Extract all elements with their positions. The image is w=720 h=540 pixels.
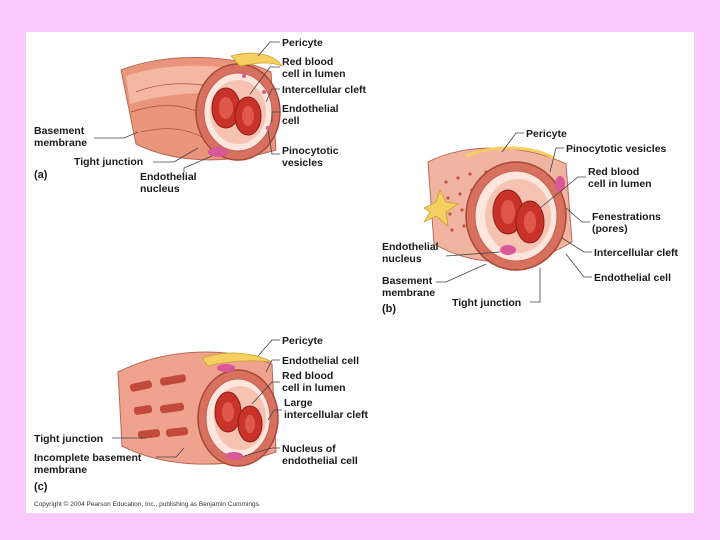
label-incomplete-c: Incomplete basement <box>34 452 142 464</box>
label-cleft-a: Intercellular cleft <box>282 84 367 96</box>
label-cleft-b: Intercellular cleft <box>594 247 679 259</box>
label-rbc-b-2: cell in lumen <box>588 178 652 190</box>
copyright-text: Copyright © 2004 Pearson Education, Inc.… <box>34 500 261 508</box>
label-tight-a: Tight junction <box>74 156 143 168</box>
slide-canvas: Pericyte Red blood cell in lumen Interce… <box>26 32 694 513</box>
label-pinocytotic-a-2: vesicles <box>282 157 323 169</box>
part-label-b: (b) <box>382 303 396 315</box>
label-nucleus-c-2: endothelial cell <box>282 455 358 467</box>
label-rbc-c-2: cell in lumen <box>282 382 346 394</box>
capillary-b-illustration <box>422 146 573 271</box>
label-tight-c: Tight junction <box>34 433 103 445</box>
label-rbc-c: Red blood <box>282 370 333 382</box>
pericyte-cell <box>201 352 273 367</box>
label-pericyte-b: Pericyte <box>526 128 567 140</box>
pericyte-cell <box>422 188 460 227</box>
label-pericyte-c: Pericyte <box>282 335 323 347</box>
label-nucleus-b: Endothelial <box>382 241 439 253</box>
label-fenestrations-b-2: (pores) <box>592 223 628 235</box>
endothelial-nucleus <box>217 364 235 372</box>
label-large-cleft-c-2: intercellular cleft <box>284 409 369 421</box>
endothelial-nucleus <box>225 452 243 460</box>
label-fenestrations-b: Fenestrations <box>592 211 661 223</box>
label-nucleus-a-2: nucleus <box>140 183 180 195</box>
endothelial-nucleus <box>208 147 228 157</box>
label-large-cleft-c: Large <box>284 397 313 409</box>
pericyte-cell <box>230 52 284 67</box>
label-tight-b: Tight junction <box>452 297 521 309</box>
label-endothelial-a-2: cell <box>282 115 300 127</box>
capillary-a-illustration <box>120 52 284 161</box>
capillary-c-illustration <box>117 351 279 467</box>
label-endothelial-b: Endothelial cell <box>594 272 671 284</box>
label-rbc-a: Red blood <box>282 56 333 68</box>
capillary-diagram: Pericyte Red blood cell in lumen Interce… <box>34 37 679 508</box>
label-basement-a-2: membrane <box>34 137 87 149</box>
label-pinocytotic-a: Pinocytotic <box>282 145 339 157</box>
label-rbc-a-2: cell in lumen <box>282 68 346 80</box>
label-endothelial-a: Endothelial <box>282 103 339 115</box>
label-incomplete-c-2: membrane <box>34 464 87 476</box>
label-rbc-b: Red blood <box>588 166 639 178</box>
label-nucleus-c: Nucleus of <box>282 443 336 455</box>
label-pericyte-a: Pericyte <box>282 37 323 49</box>
label-nucleus-a: Endothelial <box>140 171 197 183</box>
label-basement-b-2: membrane <box>382 287 435 299</box>
label-pinocytotic-b: Pinocytotic vesicles <box>566 143 667 155</box>
endothelial-nucleus <box>555 176 565 192</box>
label-endothelial-c: Endothelial cell <box>282 355 359 367</box>
endothelial-nucleus <box>500 245 516 255</box>
label-basement-b: Basement <box>382 275 433 287</box>
part-label-c: (c) <box>34 481 48 493</box>
part-label-a: (a) <box>34 169 48 181</box>
label-basement-a: Basement <box>34 125 85 137</box>
label-nucleus-b-2: nucleus <box>382 253 422 265</box>
